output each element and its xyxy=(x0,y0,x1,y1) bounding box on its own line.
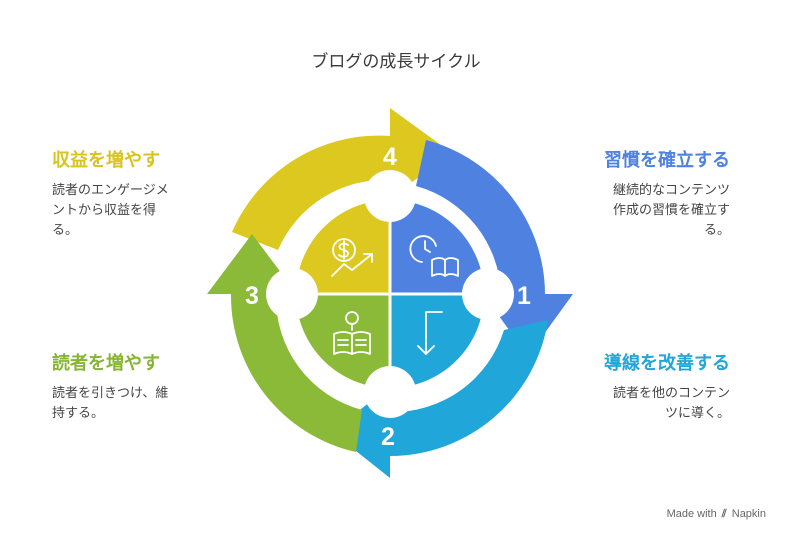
clock-book-icon xyxy=(409,235,459,277)
step-description-2: 読者を他のコンテン ツに導く。 xyxy=(612,386,730,421)
step-description-3: 読者を引きつけ、維 持する。 xyxy=(52,386,169,421)
step-number-4: 4 xyxy=(383,143,397,171)
quadrant-step-1 xyxy=(390,200,484,294)
branding: Made with ⫽ Napkin xyxy=(666,508,766,520)
arc-step-4 xyxy=(232,108,452,250)
down-arrow-icon xyxy=(417,311,443,355)
arc-step-2 xyxy=(332,320,548,478)
arc-step-3 xyxy=(207,234,362,452)
reader-icon xyxy=(333,311,371,355)
step-number-2: 2 xyxy=(381,423,395,451)
napkin-logo-icon: ⫽ xyxy=(721,508,727,520)
step-number-3: 3 xyxy=(245,282,259,310)
step-heading-1: 習慣を確立する xyxy=(604,150,730,171)
step-number-1: 1 xyxy=(517,282,531,310)
quadrant-step-4 xyxy=(296,200,390,294)
step-heading-2: 導線を改善する xyxy=(604,353,730,374)
dollar-growth-icon xyxy=(331,238,373,277)
arc-step-1 xyxy=(416,140,573,356)
step-description-4: 読者のエンゲージメ ントから収益を得 る。 xyxy=(52,183,169,238)
step-heading-4: 収益を増やす xyxy=(52,150,160,171)
page-title: ブログの成長サイクル xyxy=(311,52,481,72)
step-heading-3: 読者を増やす xyxy=(52,353,160,374)
quadrant-step-2 xyxy=(390,294,484,388)
step-description-1: 継続的なコンテンツ 作成の習慣を確立す る。 xyxy=(612,183,730,238)
quadrant-step-3 xyxy=(296,294,390,388)
